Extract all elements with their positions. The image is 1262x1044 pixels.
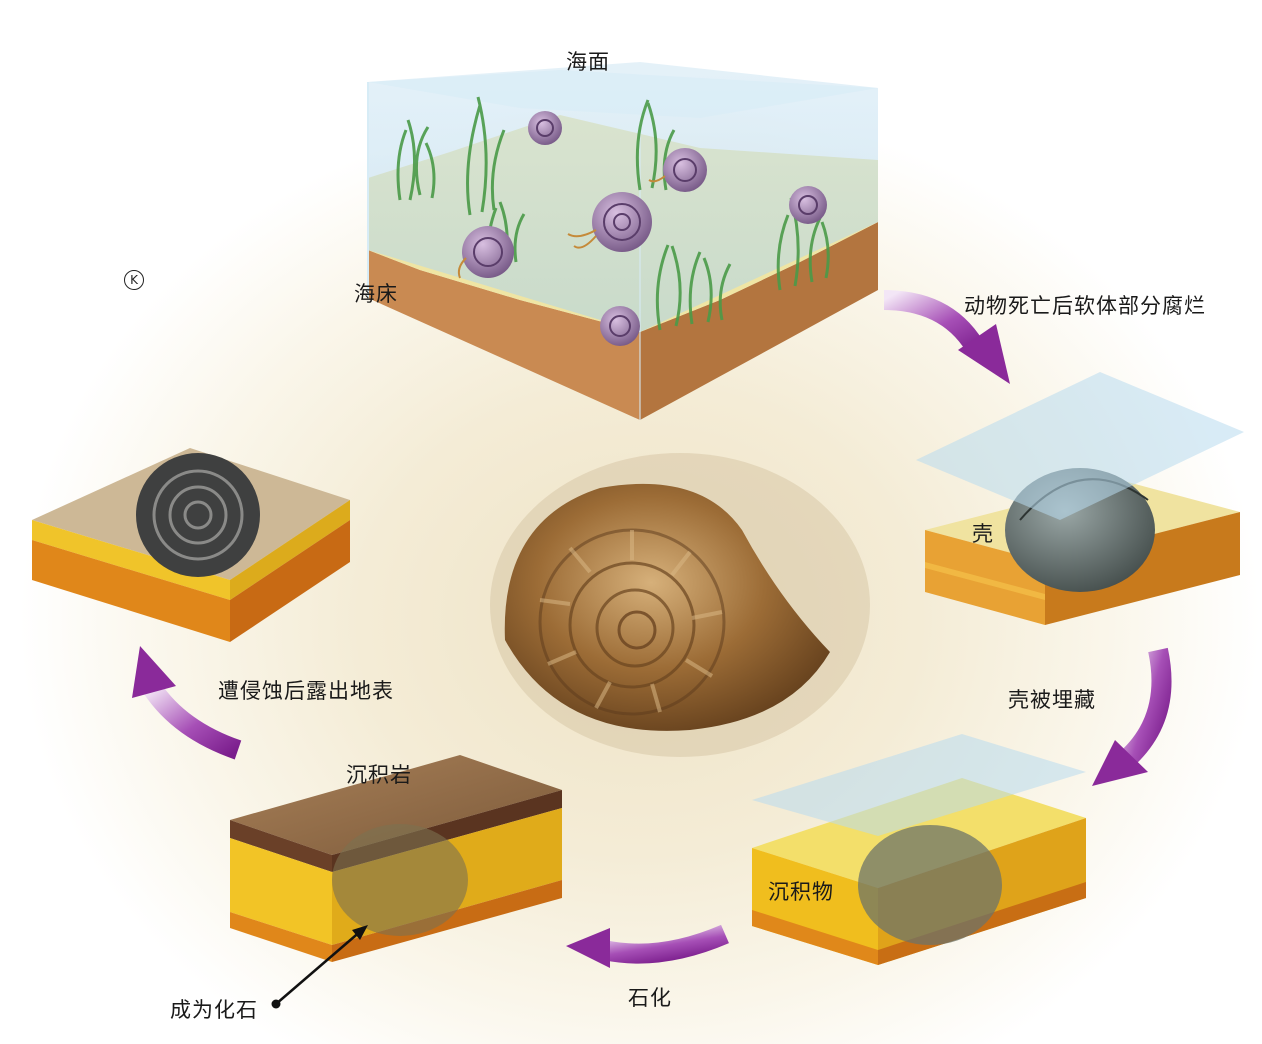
fossil-pointer [271, 925, 368, 1009]
arrow-erosion [132, 646, 242, 760]
label-step-erosion: 遭侵蚀后露出地表 [218, 679, 394, 703]
label-become-fossil: 成为化石 [170, 998, 258, 1022]
shell-block [916, 372, 1244, 625]
copyright-mark: K [124, 270, 144, 290]
label-sediment: 沉积物 [768, 880, 834, 904]
arrow-petrify [566, 924, 729, 968]
label-sea-floor: 海床 [354, 282, 398, 306]
exposed-fossil-block [32, 448, 350, 642]
label-shell: 壳 [972, 522, 994, 546]
process-arrows [132, 290, 1172, 968]
arrow-bury [1092, 647, 1172, 786]
label-step-buried: 壳被埋藏 [1008, 688, 1096, 712]
ammonite-fossil [490, 453, 870, 757]
rock-block [230, 755, 562, 962]
arrow-decay [883, 290, 1010, 384]
label-step-decay: 动物死亡后软体部分腐烂 [964, 294, 1206, 318]
seabed-block [367, 62, 878, 420]
sediment-block [752, 734, 1086, 965]
label-step-petrify: 石化 [628, 986, 672, 1010]
living-ammonites [457, 111, 827, 346]
label-sea-surface: 海面 [566, 50, 610, 74]
label-sedimentary-rock: 沉积岩 [346, 763, 412, 787]
